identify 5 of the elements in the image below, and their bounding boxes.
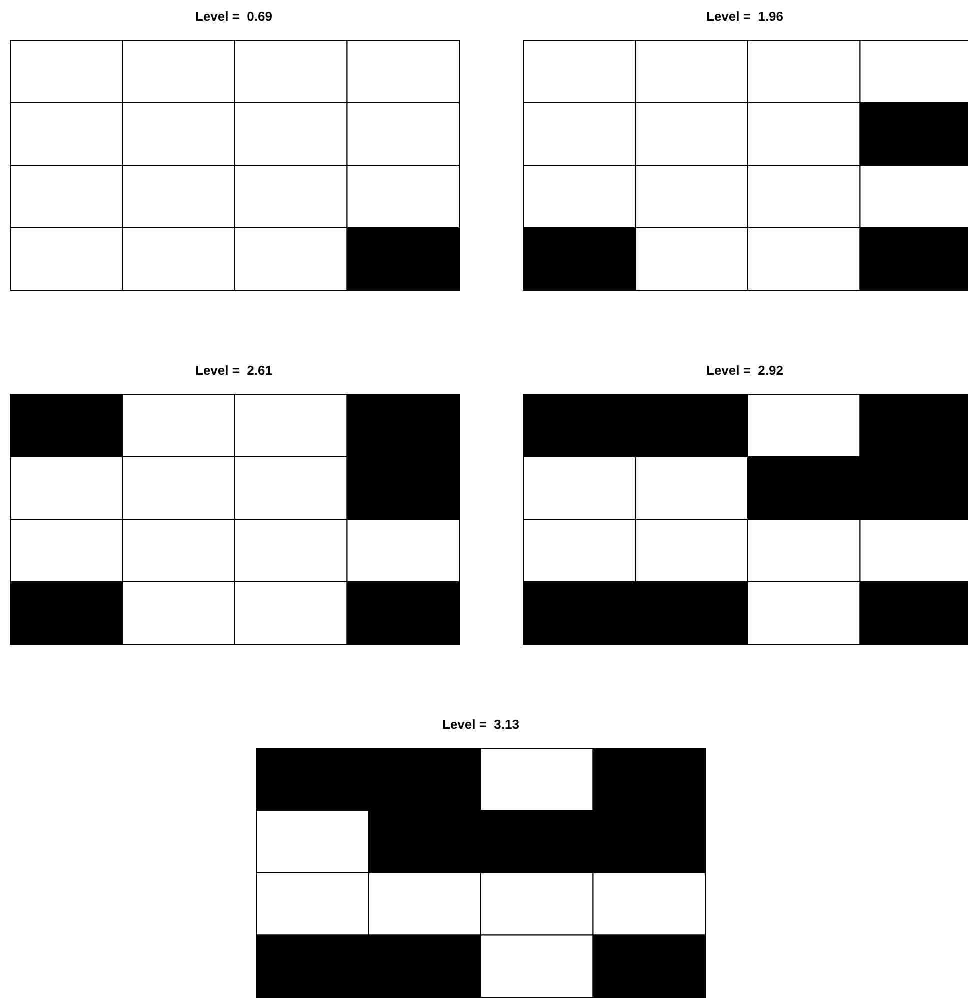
panel-title: Level = 3.13 <box>442 717 520 732</box>
panel-title: Level = 0.69 <box>196 9 272 24</box>
panel-title: Level = 1.96 <box>706 9 784 24</box>
panel-title: Level = 2.61 <box>196 363 272 378</box>
panel-title: Level = 2.92 <box>706 363 784 378</box>
